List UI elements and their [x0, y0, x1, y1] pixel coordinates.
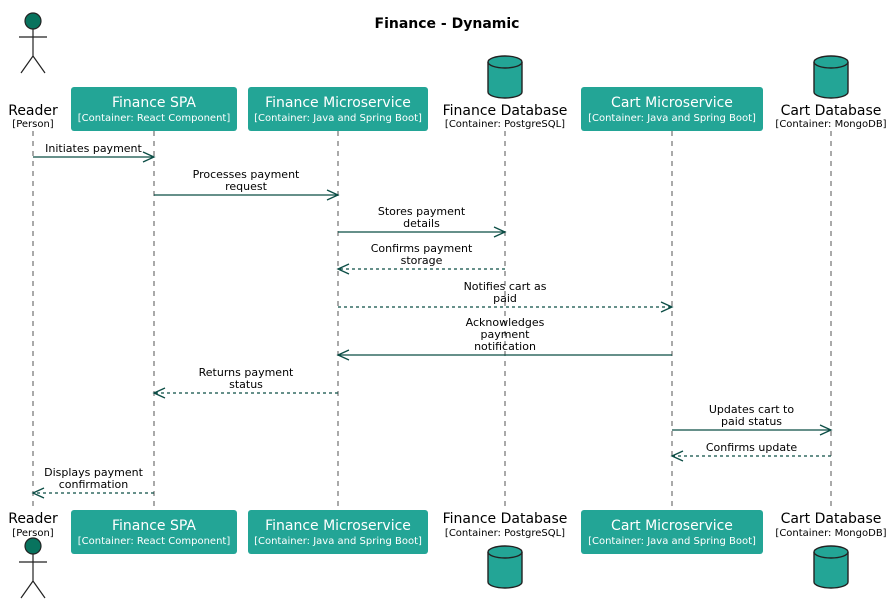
message-label: Confirms update	[706, 441, 798, 454]
person-tech: [Person]	[12, 119, 54, 130]
database-icon	[487, 545, 523, 589]
message-label: Notifies cart as	[464, 280, 547, 293]
arrowhead-icon	[142, 151, 156, 163]
message-label: Stores payment	[378, 205, 466, 218]
message-label: status	[229, 378, 263, 391]
participant-reader-top: Reader[Person]	[8, 12, 58, 130]
container-box	[248, 87, 428, 131]
arrowhead-icon	[336, 263, 350, 275]
participant-fdb-top: Finance Database[Container: PostgreSQL]	[443, 55, 568, 130]
arrowhead-icon	[660, 301, 674, 313]
database-name: Cart Database	[781, 103, 882, 119]
container-tech: [Container: React Component]	[78, 536, 231, 547]
database-tech: [Container: MongoDB]	[775, 119, 886, 130]
container-tech: [Container: Java and Spring Boot]	[254, 113, 422, 124]
arrowhead-icon	[670, 450, 684, 462]
message-label: request	[225, 180, 268, 193]
participant-cms-bottom: Cart Microservice [Container: Java and Sp…	[581, 510, 763, 554]
message-label: payment	[480, 328, 530, 341]
arrowhead-icon	[31, 487, 45, 499]
arrowhead-icon	[336, 349, 350, 361]
arrowhead-icon	[819, 424, 833, 436]
database-tech: [Container: PostgreSQL]	[445, 119, 565, 130]
database-name: Finance Database	[443, 511, 568, 527]
container-name: Finance Microservice	[265, 518, 411, 534]
message-label: Displays payment	[44, 466, 143, 479]
person-tech: [Person]	[12, 528, 54, 539]
database-rim-icon	[487, 61, 523, 69]
database-name: Finance Database	[443, 103, 568, 119]
database-icon	[813, 55, 849, 99]
database-icon	[813, 545, 849, 589]
message-1: Initiates payment	[33, 142, 156, 163]
database-tech: [Container: PostgreSQL]	[445, 528, 565, 539]
message-label: paid status	[721, 415, 782, 428]
database-rim-icon	[487, 551, 523, 559]
container-tech: [Container: Java and Spring Boot]	[254, 536, 422, 547]
message-label: storage	[401, 254, 443, 267]
participant-fms-bottom: Finance Microservice [Container: Java and…	[248, 510, 428, 554]
participants-top: Reader[Person] Finance SPA [Container: Rea…	[8, 12, 887, 131]
container-name: Finance Microservice	[265, 95, 411, 111]
person-head-icon	[24, 537, 42, 555]
container-name: Cart Microservice	[611, 518, 733, 534]
message-label: Returns payment	[199, 366, 294, 379]
message-label: Acknowledges	[466, 316, 545, 329]
container-box	[71, 510, 237, 554]
person-body-icon	[19, 29, 47, 74]
participant-cms-top: Cart Microservice [Container: Java and Sp…	[581, 87, 763, 131]
message-label: details	[403, 217, 440, 230]
participant-reader-bottom: Reader[Person]	[8, 511, 58, 599]
container-tech: [Container: React Component]	[78, 113, 231, 124]
database-tech: [Container: MongoDB]	[775, 528, 886, 539]
participant-fms-top: Finance Microservice [Container: Java and…	[248, 87, 428, 131]
database-rim-icon	[813, 61, 849, 69]
database-rim-icon	[813, 551, 849, 559]
message-label: paid	[493, 292, 517, 305]
lifelines	[32, 131, 832, 508]
person-body-icon	[19, 554, 47, 599]
container-tech: [Container: Java and Spring Boot]	[588, 113, 756, 124]
message-label: Processes payment	[193, 168, 300, 181]
container-box	[71, 87, 237, 131]
participant-spa-top: Finance SPA [Container: React Component]	[71, 87, 237, 131]
message-9: Confirms update	[670, 441, 831, 462]
person-head-icon	[24, 12, 42, 30]
container-box	[581, 87, 763, 131]
message-label: notification	[474, 340, 536, 353]
message-label: Confirms payment	[371, 242, 473, 255]
participants-bottom: Reader[Person] Finance SPA [Container: Rea…	[8, 510, 887, 599]
participant-spa-bottom: Finance SPA [Container: React Component]	[71, 510, 237, 554]
arrowhead-icon	[326, 189, 340, 201]
participant-cdb-top: Cart Database[Container: MongoDB]	[775, 55, 887, 130]
message-label: Updates cart to	[709, 403, 794, 416]
database-name: Cart Database	[781, 511, 882, 527]
message-label: Initiates payment	[45, 142, 142, 155]
container-box	[581, 510, 763, 554]
message-label: confirmation	[59, 478, 129, 491]
arrowhead-icon	[152, 387, 166, 399]
container-tech: [Container: Java and Spring Boot]	[588, 536, 756, 547]
database-icon	[487, 55, 523, 99]
container-name: Finance SPA	[112, 95, 196, 111]
participant-fdb-bottom: Finance Database[Container: PostgreSQL]	[443, 511, 568, 589]
person-name: Reader	[8, 511, 58, 527]
container-name: Finance SPA	[112, 518, 196, 534]
person-name: Reader	[8, 103, 58, 119]
arrowhead-icon	[493, 226, 507, 238]
container-name: Cart Microservice	[611, 95, 733, 111]
container-box	[248, 510, 428, 554]
diagram-title: Finance - Dynamic	[375, 16, 520, 32]
participant-cdb-bottom: Cart Database[Container: MongoDB]	[775, 511, 887, 589]
